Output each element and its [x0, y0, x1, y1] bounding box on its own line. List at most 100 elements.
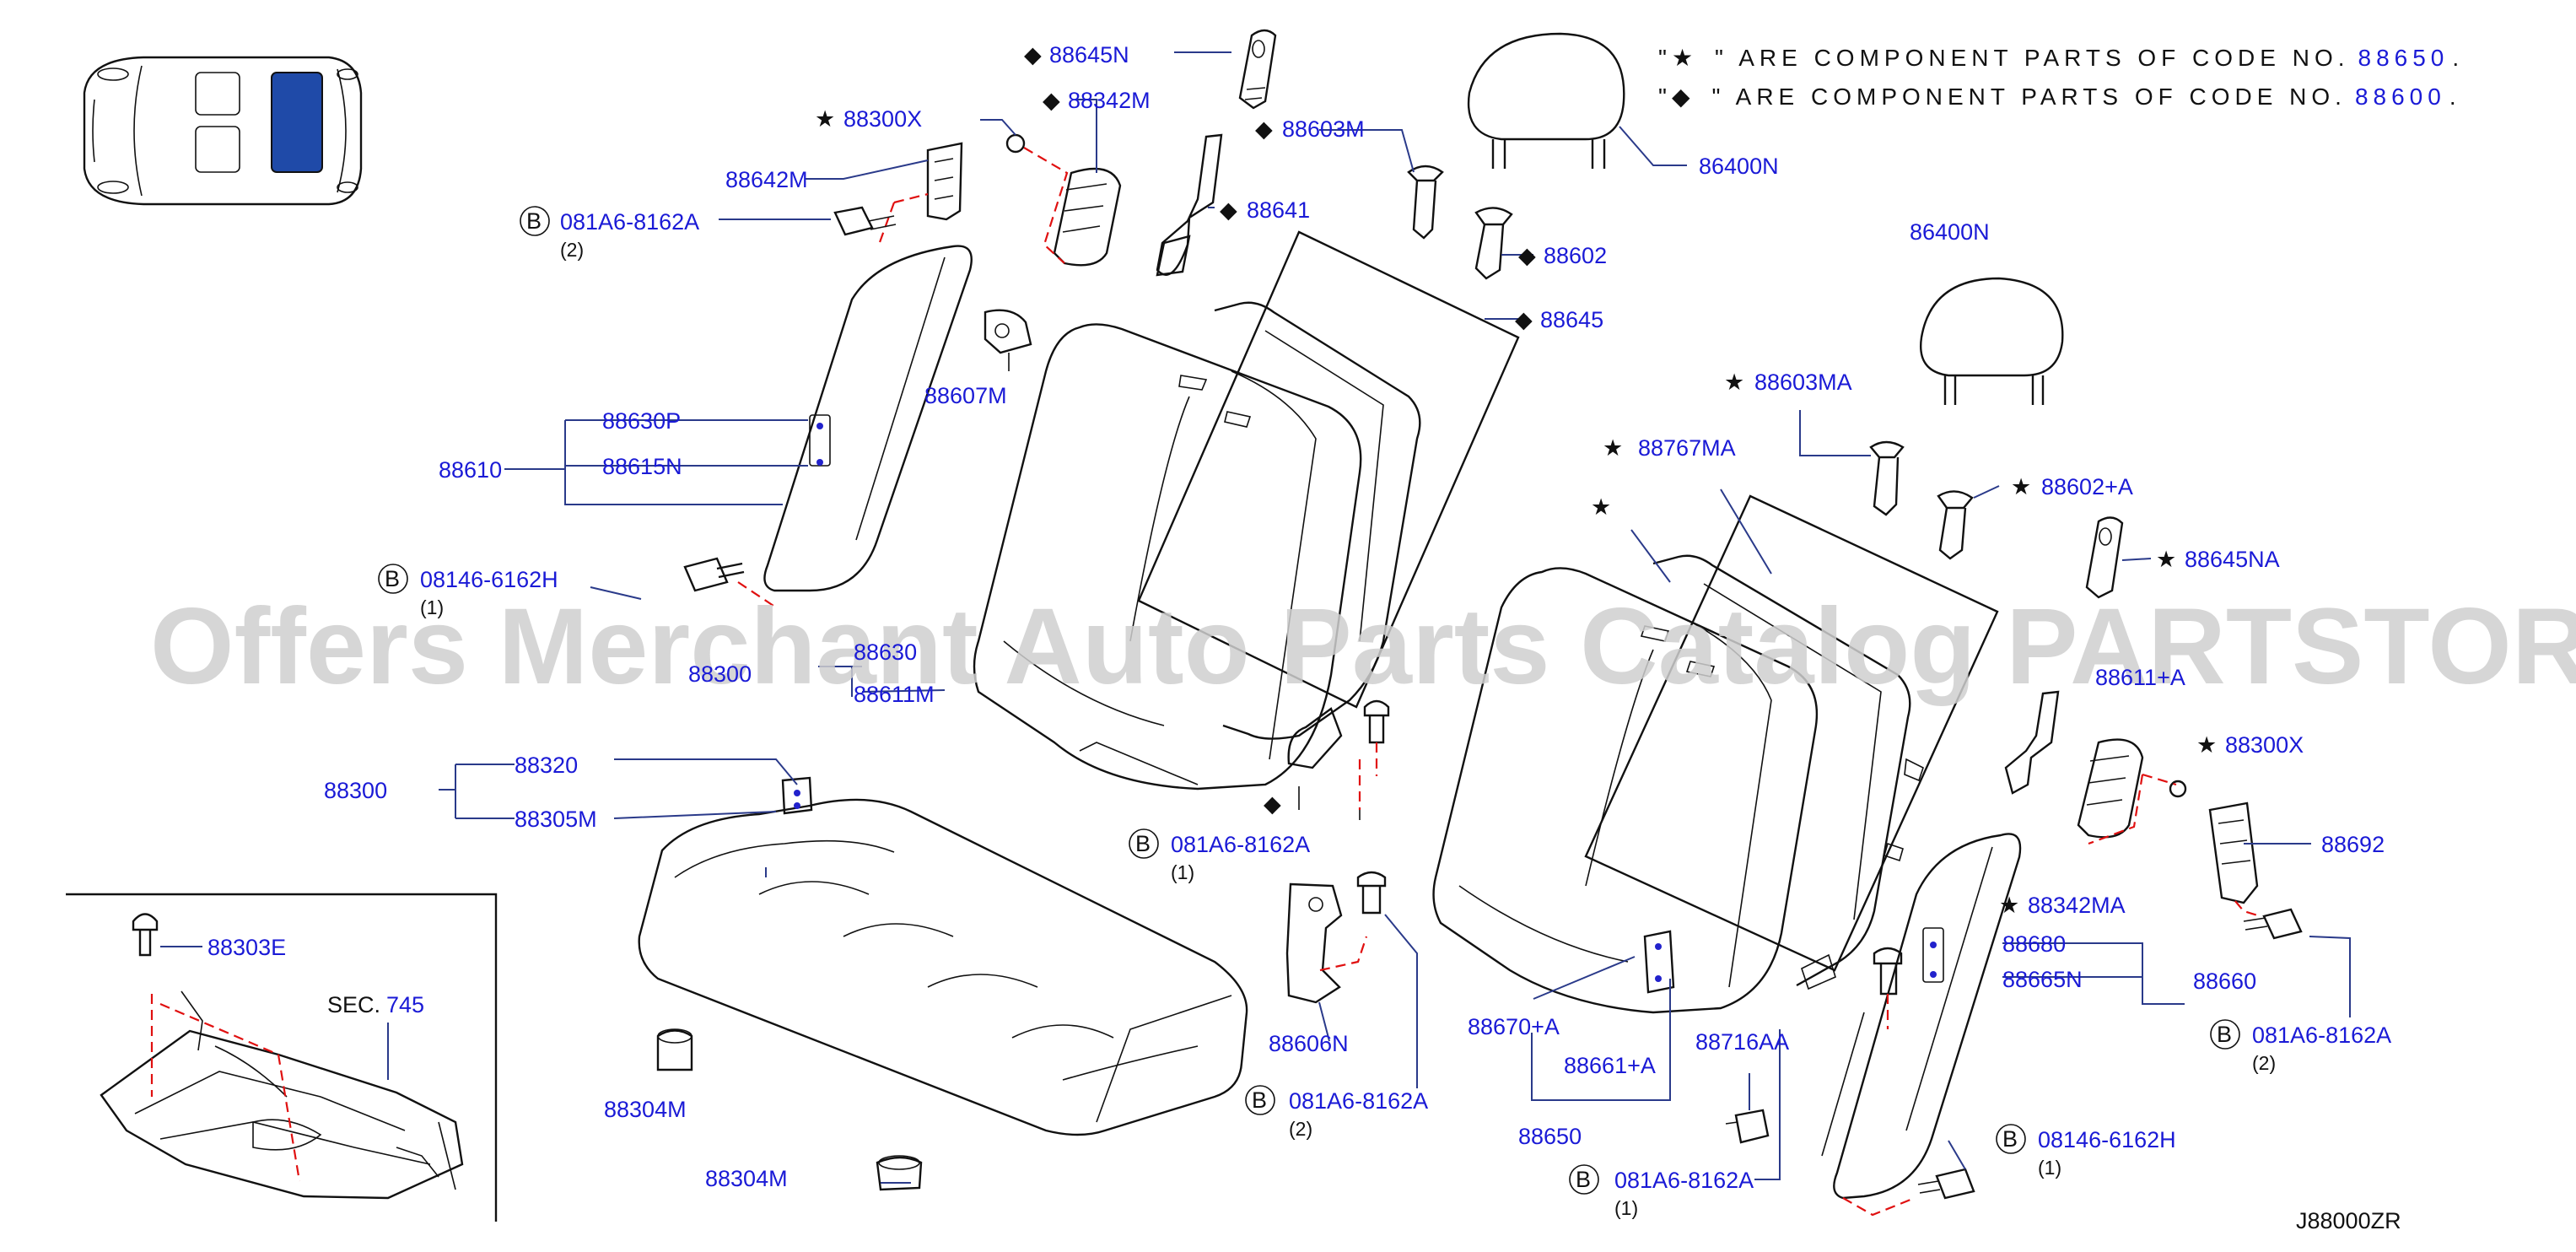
label-88607M[interactable]: 88607M	[924, 383, 1007, 408]
label-88661A[interactable]: 88661+A	[1564, 1053, 1656, 1078]
rear-seat-highlight	[271, 72, 323, 173]
bolt-marker-icon: B	[2217, 1022, 2232, 1047]
label-88610[interactable]: 88610	[439, 457, 502, 483]
diamond-icon: ◆	[1043, 88, 1060, 113]
bolt-marker-icon: B	[1252, 1087, 1267, 1113]
qty-d: (2)	[1289, 1118, 1312, 1140]
diamond-icon: ◆	[1024, 42, 1042, 67]
back-panel-88645	[1137, 230, 1520, 709]
seatback-right-side-trim	[1833, 833, 2022, 1217]
hinge-cover-88342MA	[2077, 738, 2187, 845]
bolt-marker-icon: B	[1135, 831, 1151, 856]
legend: "★" ARE COMPONENT PARTS OF CODE NO.88650…	[1658, 45, 2464, 110]
qty-f: (1)	[1614, 1197, 1638, 1219]
hinge-cover-88342M	[1005, 133, 1122, 267]
headrest-guide-88602A	[1937, 490, 1974, 560]
bolt-081A6-8162A-right	[1821, 947, 1903, 1157]
label-88670A[interactable]: 88670+A	[1468, 1014, 1560, 1039]
label-88300[interactable]: 88300	[324, 778, 387, 803]
label-88602[interactable]: 88602	[1544, 243, 1607, 268]
bolt-marker-icon: B	[385, 566, 400, 591]
label-88645[interactable]: 88645	[1540, 307, 1603, 332]
seatback-right-88650	[1432, 567, 1836, 1014]
label-88300X-lower[interactable]: 88300X	[2225, 732, 2304, 758]
seatback-left-frame	[1214, 301, 1421, 810]
bracket-88606N	[1285, 871, 1387, 1004]
leader-lines	[439, 51, 2351, 1184]
star-icon: ★	[815, 106, 835, 132]
seatback-right-frame	[1652, 554, 1924, 987]
qty-b: (1)	[420, 596, 444, 618]
hook-88304M-a	[656, 1028, 693, 1071]
label-88680[interactable]: 88680	[2002, 931, 2066, 957]
clip-88716AA	[1725, 1109, 1770, 1144]
star-icon: ★	[1724, 370, 1744, 395]
diamond-icon: ◆	[1515, 307, 1533, 332]
label-88603MA[interactable]: 88603MA	[1754, 370, 1852, 395]
part-labels: ◆ 88645N ◆ 88342M ★ 88300X 88642M B 081A…	[207, 42, 2391, 1219]
label-88645N[interactable]: 88645N	[1049, 42, 1129, 67]
bracket-88642M	[833, 142, 963, 246]
label-88304M-b[interactable]: 88304M	[705, 1166, 788, 1191]
label-88606N[interactable]: 88606N	[1269, 1031, 1349, 1056]
label-081A6-8162A-c[interactable]: 081A6-8162A	[2252, 1023, 2391, 1048]
vehicle-locator-icon	[83, 56, 363, 206]
star-icon: ★	[2011, 474, 2031, 499]
bracket-88692	[2208, 801, 2303, 940]
label-88645NA[interactable]: 88645NA	[2185, 547, 2280, 572]
label-86400N-lower[interactable]: 86400N	[1910, 219, 1990, 245]
label-88602A[interactable]: 88602+A	[2041, 474, 2133, 499]
label-88603M[interactable]: 88603M	[1282, 116, 1365, 142]
bolt-marker-icon: B	[526, 208, 542, 234]
label-88660[interactable]: 88660	[2193, 969, 2256, 994]
headrest-guide-88603M	[1407, 165, 1444, 240]
legend-line-1: "★" ARE COMPONENT PARTS OF CODE NO.88650…	[1658, 45, 2464, 71]
star-icon: ★	[1603, 435, 1623, 461]
qty-g: (1)	[2038, 1157, 2061, 1179]
diamond-icon: ◆	[1518, 243, 1536, 268]
label-88611M[interactable]: 88611M	[854, 682, 935, 707]
label-08146-6162H-b[interactable]: 08146-6162H	[2038, 1127, 2176, 1152]
label-081A6-8162A-b[interactable]: 081A6-8162A	[1171, 832, 1310, 857]
label-88767MA[interactable]: 88767MA	[1638, 435, 1736, 461]
headrest-86400N-lower	[1920, 277, 2064, 405]
label-88630P[interactable]: 88630P	[602, 408, 681, 434]
label-88642M[interactable]: 88642M	[725, 167, 808, 192]
legend-line-2: "◆" ARE COMPONENT PARTS OF CODE NO.88600…	[1658, 84, 2461, 110]
diagram-code: J88000ZR	[2296, 1208, 2401, 1233]
section-number-link[interactable]: 745	[386, 992, 424, 1017]
label-081A6-8162A-d[interactable]: 081A6-8162A	[1289, 1088, 1428, 1114]
label-88615N[interactable]: 88615N	[602, 454, 682, 479]
label-88611A-partial[interactable]: 88611+A	[2095, 665, 2185, 690]
hook-88304M-b	[876, 1155, 923, 1191]
seat-belt-guide-88645NA	[2085, 516, 2124, 599]
clip-88607M	[984, 309, 1032, 371]
bolt-081A6-8162A-left	[1358, 699, 1390, 820]
label-88300-partial[interactable]: 88300	[688, 661, 752, 687]
label-081A6-8162A-a[interactable]: 081A6-8162A	[560, 209, 699, 235]
label-081A6-8162A-e[interactable]: 081A6-8162A	[1614, 1168, 1754, 1193]
label-88320[interactable]: 88320	[515, 753, 578, 778]
qty-c: (1)	[1171, 861, 1194, 883]
label-08146-6162H-a[interactable]: 08146-6162H	[420, 567, 558, 592]
label-88303E[interactable]: 88303E	[207, 935, 286, 960]
headrest-86400N-upper	[1467, 32, 1625, 169]
diamond-icon: ◆	[1220, 197, 1237, 223]
label-88665N[interactable]: 88665N	[2002, 967, 2083, 992]
label-88305M[interactable]: 88305M	[515, 807, 597, 832]
label-88641[interactable]: 88641	[1247, 197, 1310, 223]
label-88342MA[interactable]: 88342MA	[2028, 893, 2126, 918]
label-86400N-upper[interactable]: 86400N	[1699, 154, 1779, 179]
label-88716AA[interactable]: 88716AA	[1695, 1029, 1789, 1055]
lock-88641A	[2004, 690, 2060, 795]
label-88304M-a[interactable]: 88304M	[604, 1097, 687, 1122]
seat-cushion-88300	[638, 776, 1248, 1136]
label-88692[interactable]: 88692	[2321, 832, 2385, 857]
label-88342M[interactable]: 88342M	[1068, 88, 1151, 113]
bolt-marker-icon: B	[2002, 1126, 2018, 1152]
label-88300X-upper[interactable]: 88300X	[843, 106, 922, 132]
section-label: SEC.	[327, 992, 380, 1017]
label-88650[interactable]: 88650	[1518, 1124, 1582, 1149]
star-icon: ★	[2156, 547, 2176, 572]
label-88630-partial[interactable]: 88630	[854, 639, 917, 665]
